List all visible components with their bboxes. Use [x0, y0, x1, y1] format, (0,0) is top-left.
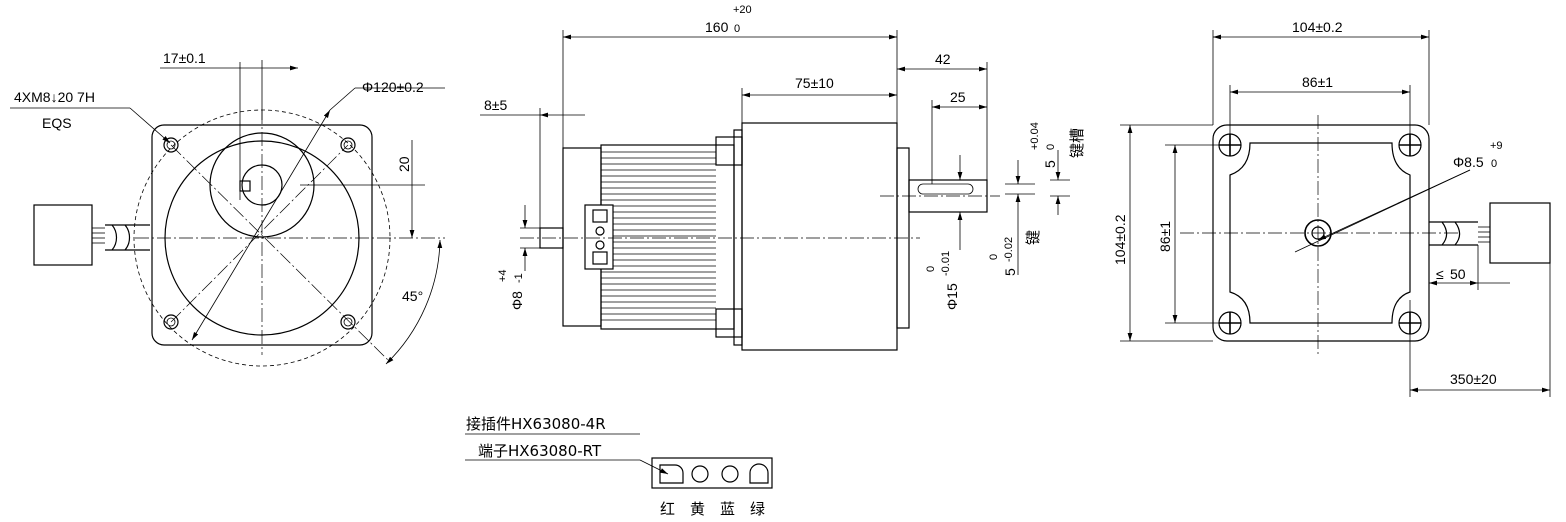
- pin-blue: [721, 465, 739, 483]
- connector-housing: [651, 457, 773, 489]
- dim-key-tol-lower: -0.02: [1003, 237, 1015, 262]
- dim-hole-pitch-v: 86±1: [1157, 221, 1173, 252]
- motor-body: [600, 144, 735, 330]
- connector-plug-label: 接插件HX63080-4R: [466, 415, 606, 433]
- dim-cable-length: 350±20: [1450, 371, 1497, 387]
- dim-shaft-dia: Φ15: [944, 283, 960, 310]
- dim-rear-dia-tol-lower: -1: [513, 273, 525, 283]
- dim-center-hole: Φ8.5: [1453, 154, 1484, 170]
- dim-hole-pitch-h: 86±1: [1302, 74, 1333, 90]
- hole-spec: 4XM8↓20 7H: [14, 89, 95, 105]
- pin-red: [659, 464, 684, 484]
- dim-cable-bend: 50: [1450, 266, 1466, 282]
- wire-color-blue: 蓝: [720, 500, 735, 518]
- dim-keyway-tol-lower: 0: [1045, 144, 1057, 150]
- pin-yellow: [691, 465, 709, 483]
- rear-view: 104±0.2 86±1 104±0.2 86±1 Φ8.5 +9 0 ≤ 50…: [1112, 19, 1551, 397]
- wire-color-green: 绿: [750, 500, 765, 518]
- wire-color-red: 红: [660, 500, 675, 518]
- dim-rear-shaft: 8±5: [484, 97, 507, 113]
- side-connector: [584, 204, 614, 270]
- dim-keyway: 5: [1042, 160, 1058, 168]
- dim-total-length: 160: [705, 19, 729, 35]
- dim-shaft-tol-lower: -0.01: [940, 251, 952, 276]
- dim-circle-dia: Φ120±0.2: [362, 79, 424, 95]
- rear-cover: [1229, 142, 1411, 324]
- dim-key-length: 25: [950, 89, 966, 105]
- gearbox-body: [741, 122, 898, 351]
- dim-gearbox-length: 75±10: [795, 75, 834, 91]
- dim-key-width: 5: [1002, 268, 1018, 276]
- dim-shaft-length: 42: [935, 51, 951, 67]
- dim-keyway-tol-upper: +0.04: [1029, 122, 1041, 150]
- mounting-holes: [163, 137, 356, 330]
- rear-shaft: [539, 227, 564, 249]
- dim-outer-width: 104±0.2: [1292, 19, 1343, 35]
- dim-20: 20: [396, 156, 412, 172]
- side-view: 160 +20 0 75±10 42 25 8±5 Φ8 +4 -1 Φ15 0…: [480, 4, 1086, 351]
- rear-connector: [1489, 202, 1551, 264]
- hole-eqs: EQS: [42, 115, 72, 131]
- dim-center-hole-tol-upper: +9: [1490, 140, 1503, 152]
- cooling-fins: [601, 151, 716, 321]
- keyway-label: 键槽: [1068, 128, 1086, 158]
- dim-shaft-tol-upper: 0: [925, 266, 937, 272]
- front-connector: [33, 204, 93, 266]
- dim-center-hole-tol-lower: 0: [1491, 158, 1497, 170]
- dim-cable-bend-symbol: ≤: [1436, 266, 1444, 282]
- dim-outer-height: 104±0.2: [1112, 214, 1128, 265]
- dim-rear-dia-tol-upper: +4: [497, 269, 509, 282]
- dim-shaft-offset: 17±0.1: [163, 50, 206, 66]
- dim-total-tol-upper: +20: [733, 4, 752, 16]
- dim-key-tol-upper: 0: [988, 254, 1000, 260]
- dim-total-tol-lower: 0: [734, 23, 740, 35]
- key: [917, 183, 974, 195]
- connector-detail: 接插件HX63080-4R 端子HX63080-RT 红 黄 蓝 绿: [465, 415, 773, 518]
- wire-color-yellow: 黄: [690, 500, 705, 518]
- dim-angle: 45°: [402, 288, 423, 304]
- dim-rear-shaft-dia: Φ8: [509, 291, 525, 310]
- rear-screws: [1218, 133, 1422, 335]
- pin-green: [749, 463, 769, 484]
- key-label: 键: [1024, 230, 1042, 245]
- front-view: 17±0.1 4XM8↓20 7H EQS Φ120±0.2 20 45°: [10, 50, 445, 367]
- connector-terminal-label: 端子HX63080-RT: [478, 442, 602, 460]
